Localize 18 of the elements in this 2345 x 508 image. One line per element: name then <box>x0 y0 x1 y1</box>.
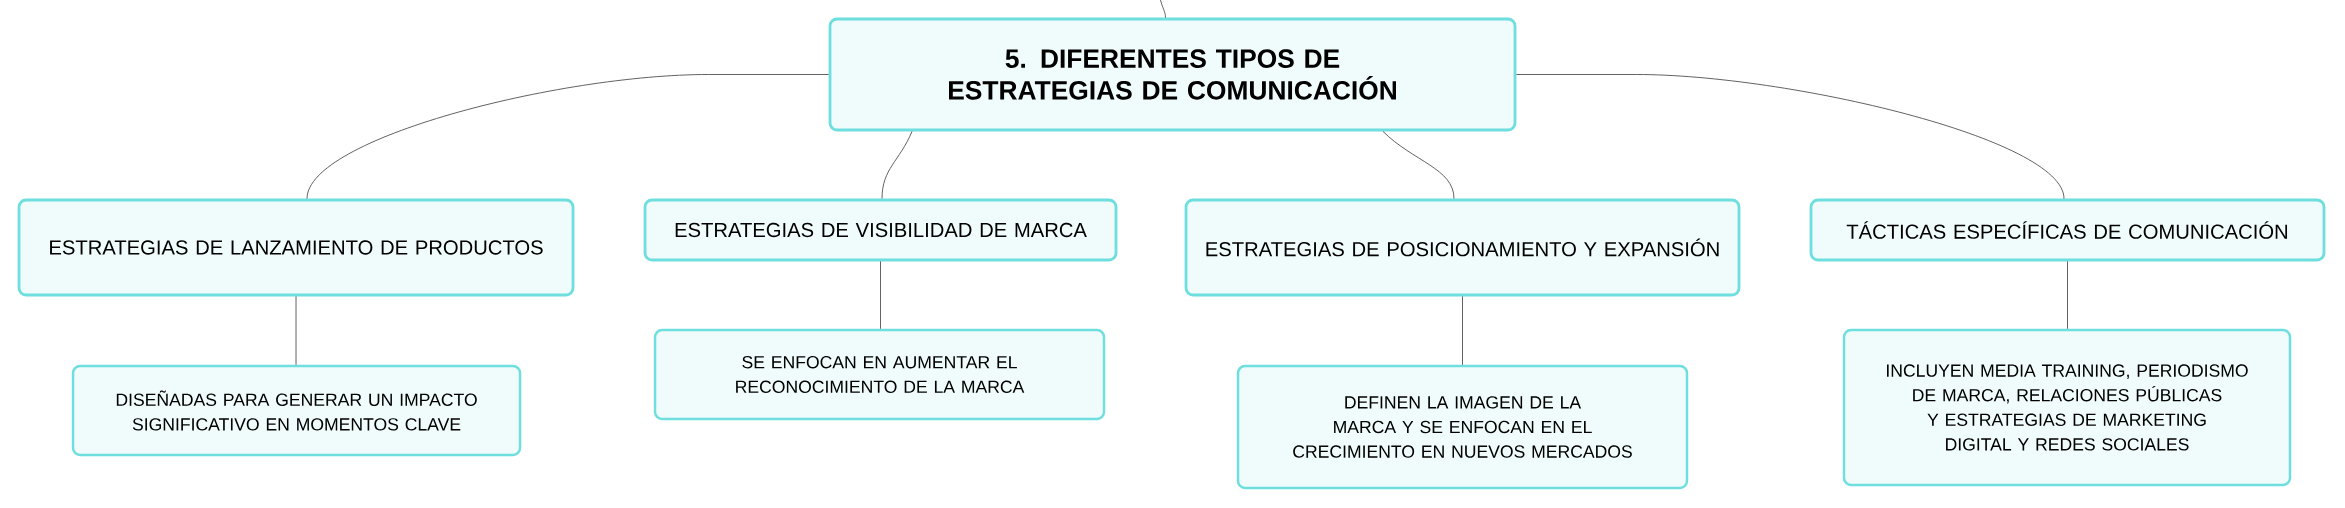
central-topic-box: 5. DIFERENTES TIPOS DE ESTRATEGIAS DE COMUNICACIÓN <box>828 17 1517 132</box>
topic-box: ESTRATEGIAS DE VISIBILIDAD DE MARCA <box>643 198 1118 262</box>
connector-line <box>1160 0 1166 19</box>
topic-box: TÁCTICAS ESPECÍFICAS DE COMUNICACIÓN <box>1809 198 2326 262</box>
description-box: DISEÑADAS PARA GENERAR UN IMPACTO SIGNIFICATIVO EN MOMENTOS CLAVE <box>71 364 522 457</box>
connector-line <box>880 260 881 330</box>
topic-box: ESTRATEGIAS DE LANZAMIENTO DE PRODUCTOS <box>17 198 575 297</box>
connector-line <box>1462 295 1463 366</box>
topic-box: ESTRATEGIAS DE POSICIONAMIENTO Y EXPANSIÓN <box>1184 198 1741 297</box>
connector-line <box>306 74 830 199</box>
connector-line <box>295 295 297 366</box>
connector-line <box>1516 74 2065 199</box>
connector-line <box>2067 260 2068 330</box>
description-box: SE ENFOCAN EN AUMENTAR EL RECONOCIMIENTO DE LA MARCA <box>653 328 1106 421</box>
description-box: DEFINEN LA IMAGEN DE LA MARCA Y SE ENFOCAN EN EL CRECIMIENTO EN NUEVOS MERCADOS <box>1236 364 1689 490</box>
connector-line <box>881 130 913 199</box>
connector-line <box>1382 130 1455 199</box>
description-box: INCLUYEN MEDIA TRAINING, PERIODISMO DE MARCA, RELACIONES PÚBLICAS Y ESTRATEGIAS DE MARKETING DIGITAL Y REDES SOCIALES <box>1842 328 2292 487</box>
